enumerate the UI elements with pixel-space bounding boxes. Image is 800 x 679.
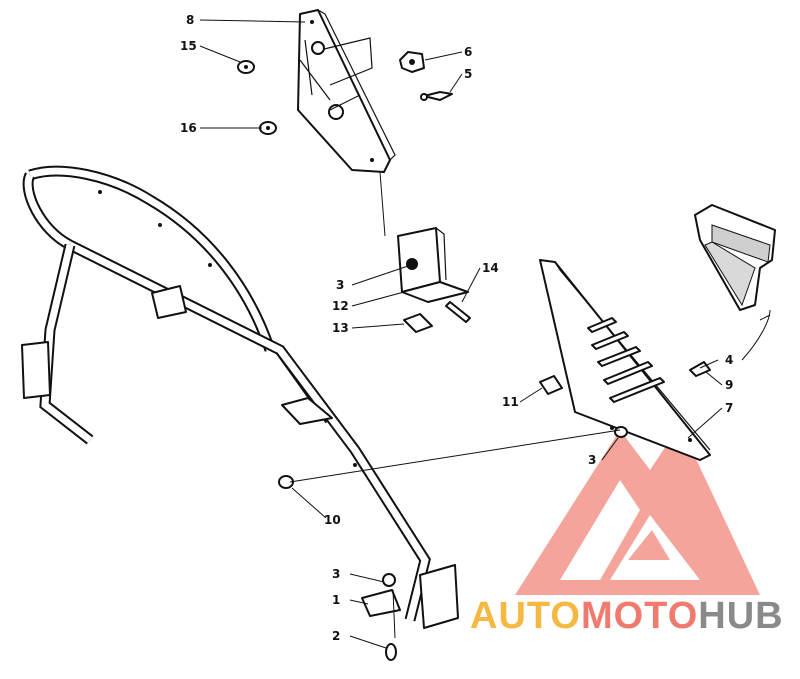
callout-3-middle: 3 [336,278,344,292]
bolt-2 [385,643,397,661]
vent-panel [539,259,711,461]
callout-8: 8 [186,13,194,27]
knob-6 [399,51,425,73]
foam-pad-4 [694,204,776,311]
callout-4: 4 [725,353,733,367]
vent-slots [587,317,665,403]
callout-6: 6 [464,45,472,59]
callout-16: 16 [180,121,197,135]
callout-3-bottom: 3 [332,567,340,581]
nut-15 [237,60,255,74]
callout-12: 12 [332,299,349,313]
middle-bracket [397,227,469,303]
upper-mount-plate [297,9,396,173]
callout-15: 15 [180,39,197,53]
callout-2: 2 [332,629,340,643]
watermark-text-moto: MOTO [581,595,698,637]
callout-11: 11 [502,395,519,409]
svg-text:AUTOMOTOHUB: AUTOMOTOHUB [470,595,784,637]
clip-13 [403,313,433,333]
callout-10: 10 [324,513,341,527]
leader-lines [199,19,771,649]
callout-5: 5 [464,67,472,81]
watermark-text-auto: AUTO [470,595,581,637]
callout-9: 9 [725,378,733,392]
nut-3-panel [614,426,628,438]
watermark-logo [515,425,760,595]
screw-5 [420,91,453,101]
callout-14: 14 [482,261,499,275]
main-frame [21,165,459,629]
callout-3-panel: 3 [588,453,596,467]
bolt-14 [445,301,471,323]
callout-labels: 8 15 16 6 5 3 12 13 14 4 9 7 11 3 10 3 1… [180,13,733,643]
watermark-text-hub: HUB [698,595,783,637]
watermark-text: AUTOMOTOHUB [470,595,784,637]
nut-3-bottom [382,573,396,587]
screw-9 [689,361,711,377]
callout-13: 13 [332,321,349,335]
callout-7: 7 [725,401,733,415]
callout-1: 1 [332,593,340,607]
nut-16 [259,121,277,135]
clip-11 [539,375,563,395]
